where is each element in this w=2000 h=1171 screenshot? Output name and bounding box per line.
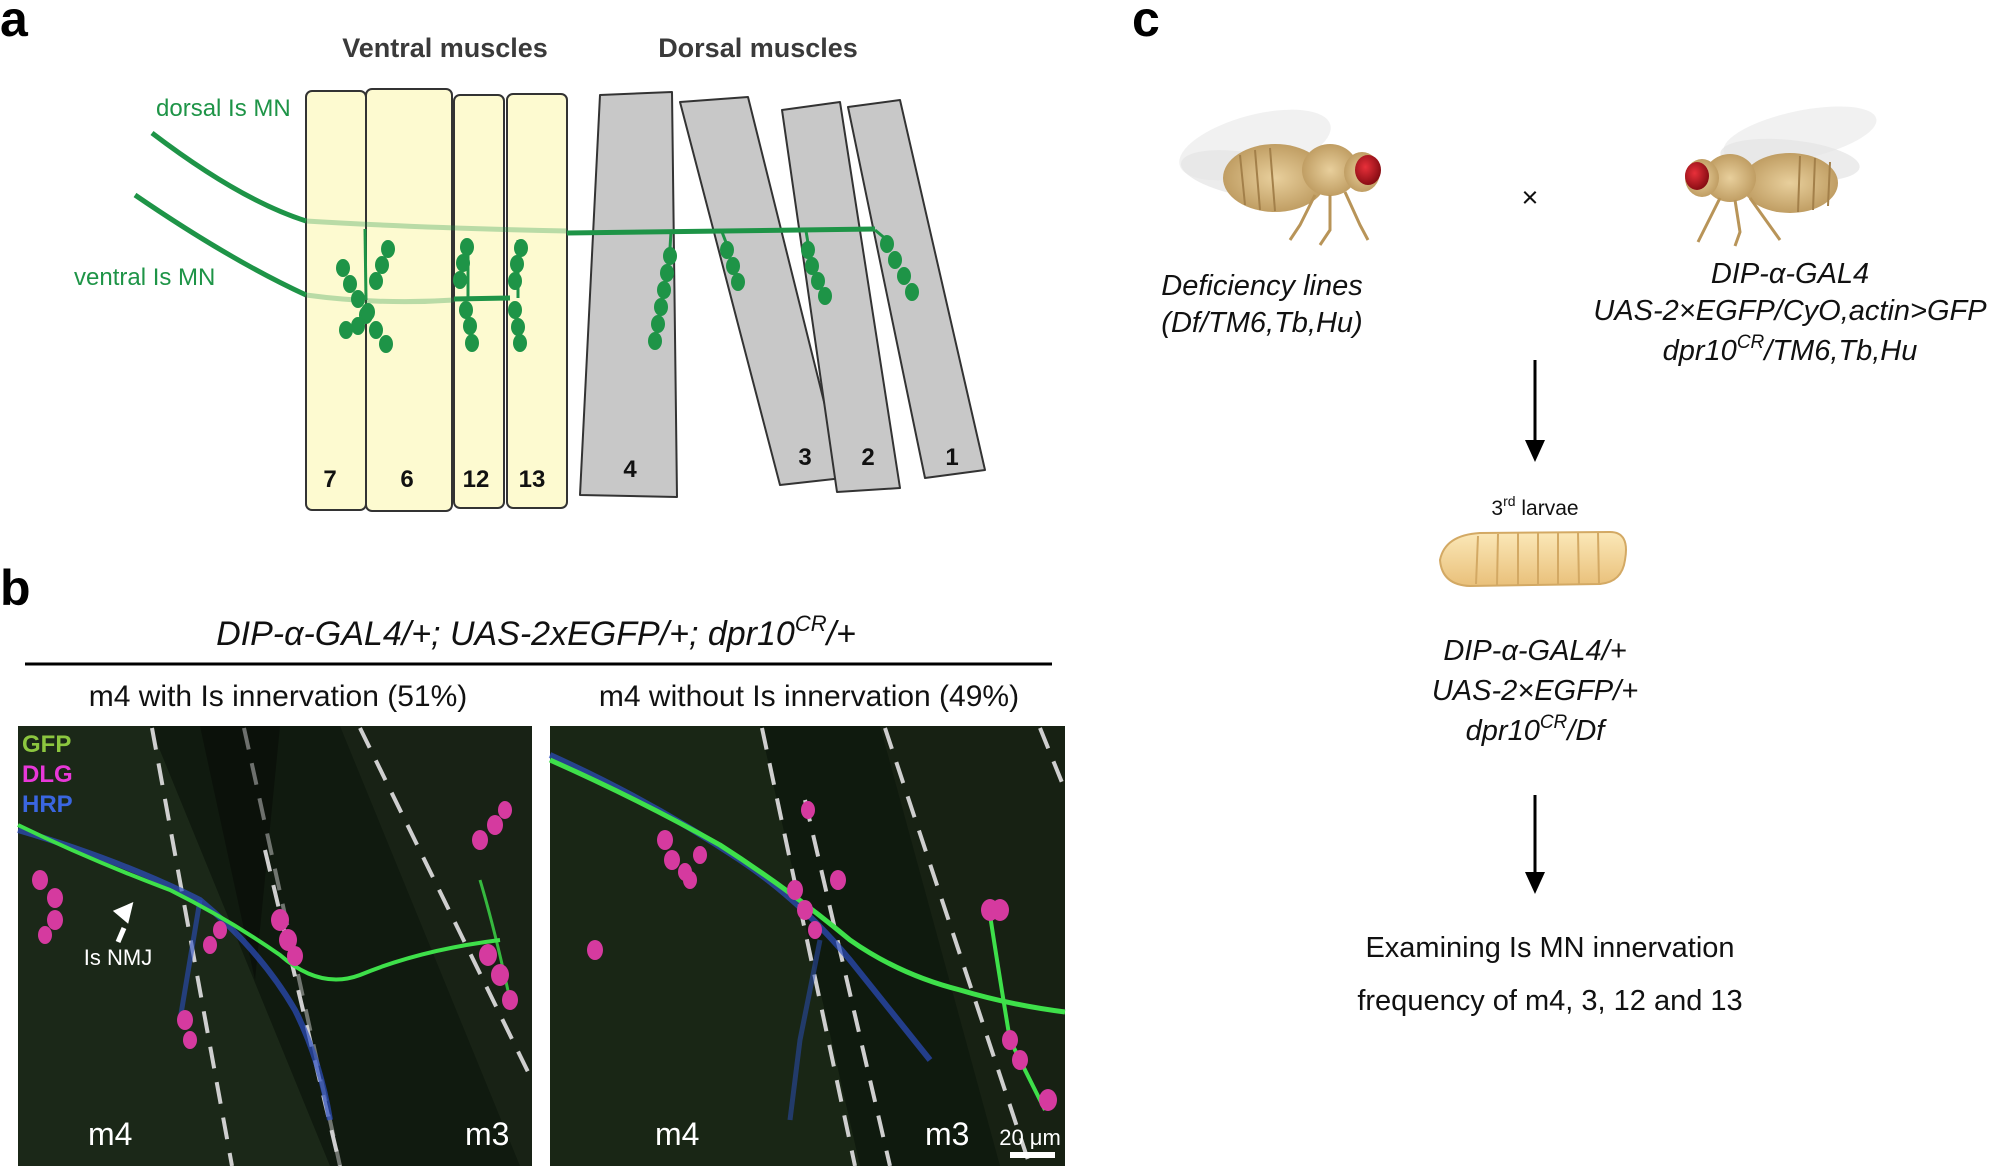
muscle-number-4: 4 bbox=[623, 456, 637, 483]
muscle-number-6: 6 bbox=[400, 466, 413, 493]
dip-line-2: UAS-2×EGFP/CyO,actin>GFP bbox=[1593, 295, 1987, 327]
progeny-line-2: UAS-2×EGFP/+ bbox=[1432, 675, 1638, 707]
channel-hrp-label: HRP bbox=[22, 791, 73, 818]
cross-symbol: × bbox=[1522, 182, 1539, 214]
is-nmj-label: Is NMJ bbox=[84, 945, 152, 970]
deficiency-line-1: Deficiency lines bbox=[1161, 270, 1362, 302]
muscle-12 bbox=[453, 94, 505, 509]
channel-dlg-label: DLG bbox=[22, 761, 73, 788]
ventral-is-mn-axon bbox=[133, 192, 511, 305]
right-m4-label: m4 bbox=[655, 1116, 699, 1152]
arrow-down-icon-2 bbox=[1525, 872, 1545, 894]
ventral-is-mn-label: ventral Is MN bbox=[74, 264, 215, 291]
fly-deficiency-icon bbox=[1179, 109, 1381, 246]
right-m3-label: m3 bbox=[925, 1116, 969, 1152]
arrow-icon bbox=[112, 902, 134, 924]
muscle-number-3: 3 bbox=[798, 444, 811, 471]
larvae-label: 3rd larvae bbox=[1491, 493, 1578, 520]
panel-c-label: c bbox=[1132, 0, 1160, 47]
exam-line-2: frequency of m4, 3, 12 and 13 bbox=[1357, 985, 1742, 1017]
dorsal-muscles-header: Dorsal muscles bbox=[658, 33, 858, 63]
dorsal-is-mn-label: dorsal Is MN bbox=[156, 95, 291, 122]
panel-a-label: a bbox=[0, 0, 29, 47]
left-m3-label: m3 bbox=[465, 1116, 509, 1152]
dorsal-muscle-group bbox=[579, 91, 986, 498]
ventral-muscles-header: Ventral muscles bbox=[342, 33, 548, 63]
left-panel-title: m4 with Is innervation (51%) bbox=[89, 680, 468, 713]
panel-a: a Ventral muscles Dorsal muscles 7 6 12 … bbox=[0, 0, 986, 512]
dip-line-3: dpr10CR/TM6,Tb,Hu bbox=[1663, 332, 1918, 367]
right-panel-title: m4 without Is innervation (49%) bbox=[599, 680, 1019, 713]
channel-gfp-label: GFP bbox=[22, 731, 71, 758]
larva-icon bbox=[1438, 530, 1627, 588]
fly-dip-icon bbox=[1685, 106, 1877, 247]
exam-line-1: Examining Is MN innervation bbox=[1365, 932, 1734, 964]
arrow-down-icon bbox=[1525, 440, 1545, 462]
muscle-2 bbox=[781, 101, 901, 493]
scale-bar bbox=[1010, 1152, 1055, 1158]
left-m4-label: m4 bbox=[88, 1116, 132, 1152]
deficiency-line-2: (Df/TM6,Tb,Hu) bbox=[1161, 307, 1362, 339]
arrow-shaft bbox=[115, 927, 127, 943]
panel-b: b DIP-α-GAL4/+; UAS-2xEGFP/+; dpr10CR/+ … bbox=[0, 560, 1067, 1167]
panel-c: c × bbox=[1132, 0, 1987, 1017]
progeny-line-3: dpr10CR/Df bbox=[1466, 712, 1608, 747]
muscle-4 bbox=[579, 91, 678, 498]
muscle-number-12: 12 bbox=[463, 466, 490, 493]
progeny-line-1: DIP-α-GAL4/+ bbox=[1443, 635, 1626, 667]
scale-bar-label: 20 μm bbox=[999, 1125, 1061, 1150]
muscle-number-7: 7 bbox=[323, 466, 336, 493]
panel-b-genotype: DIP-α-GAL4/+; UAS-2xEGFP/+; dpr10CR/+ bbox=[216, 611, 856, 653]
dorsal-is-mn-axon bbox=[150, 131, 876, 236]
ventral-muscle-group bbox=[305, 88, 568, 512]
muscle-number-1: 1 bbox=[945, 444, 958, 471]
muscle-13 bbox=[506, 93, 568, 509]
panel-b-label: b bbox=[0, 560, 31, 616]
muscle-number-13: 13 bbox=[519, 466, 546, 493]
muscle-number-2: 2 bbox=[861, 444, 874, 471]
dip-line-1: DIP-α-GAL4 bbox=[1711, 258, 1869, 290]
left-micrograph: GFP DLG HRP Is NMJ m4 m3 bbox=[17, 726, 534, 1167]
nmj-branch-stems bbox=[363, 228, 888, 301]
right-micrograph: m4 m3 20 μm bbox=[548, 726, 1067, 1167]
